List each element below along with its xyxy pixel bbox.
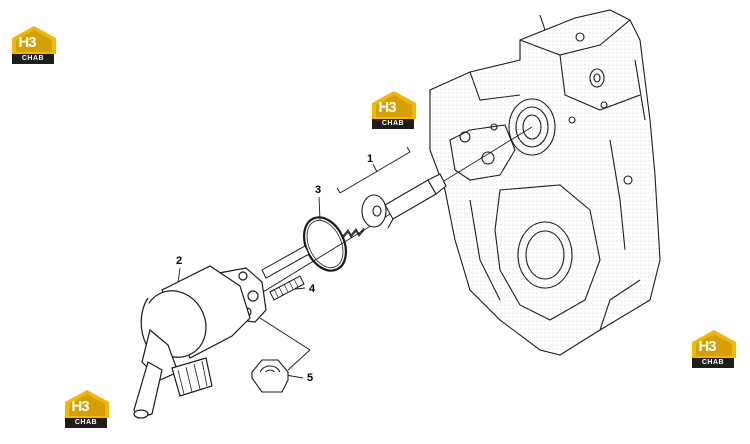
watermark-logo: H3 CHAB xyxy=(690,328,740,370)
house-mark-icon xyxy=(372,91,416,119)
logo-mark-text: H3 xyxy=(18,34,36,51)
part-3-o-ring xyxy=(303,216,347,272)
watermark-logo: H3 CHAB xyxy=(10,24,60,66)
part-1-shaft xyxy=(361,173,447,229)
callout-part-5: 5 xyxy=(307,372,314,384)
part-2-solenoid xyxy=(133,265,267,419)
watermark-logo: H3 CHAB xyxy=(370,89,420,131)
logo-mark-text: H3 xyxy=(698,338,716,355)
callout-part-4: 4 xyxy=(309,283,316,295)
part-4-studs xyxy=(261,245,310,301)
house-mark-icon xyxy=(65,390,109,418)
logo-mark-text: H3 xyxy=(378,99,396,116)
callout-part-2: 2 xyxy=(176,255,183,267)
house-mark-icon xyxy=(692,330,736,358)
callout-part-1: 1 xyxy=(367,153,374,165)
watermark-logo: H3 CHAB xyxy=(63,388,113,430)
engine-block-texture xyxy=(432,12,658,353)
logo-caption: CHAB xyxy=(692,358,734,368)
spring xyxy=(342,227,365,239)
logo-mark-text: H3 xyxy=(71,398,89,415)
house-mark-icon xyxy=(12,26,56,54)
logo-caption: CHAB xyxy=(372,119,414,129)
callout-part-3: 3 xyxy=(315,184,322,196)
logo-caption: CHAB xyxy=(12,54,54,64)
logo-caption: CHAB xyxy=(65,418,107,428)
part-5-nut xyxy=(251,359,289,393)
